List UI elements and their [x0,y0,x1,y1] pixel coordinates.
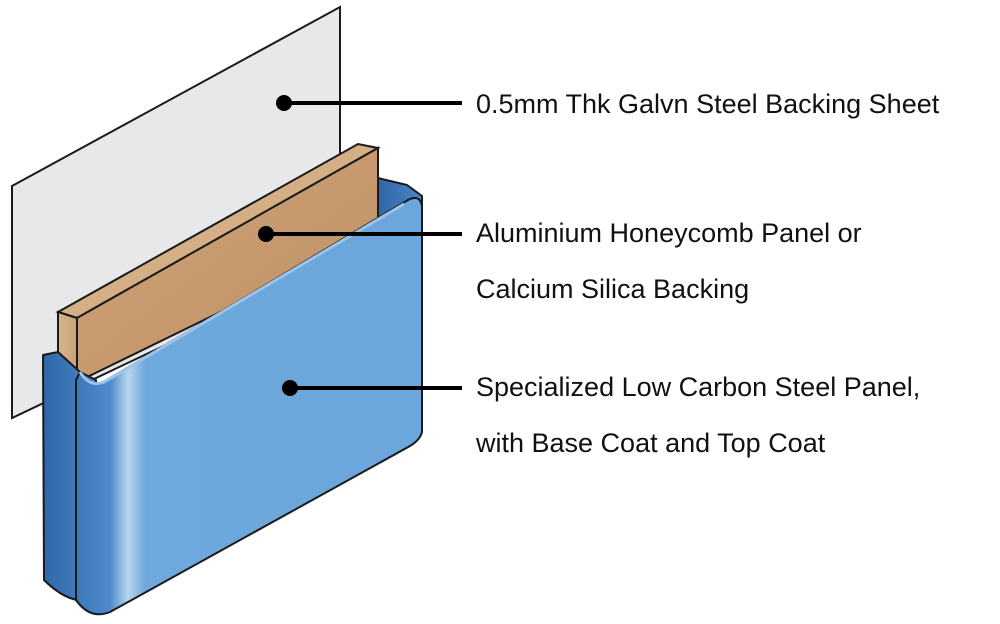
leader-honeycomb-panel [258,226,462,242]
steel-panel-rolled-edge [78,202,405,386]
leader-dot [258,226,274,242]
leader-dot [282,380,298,396]
label-backing-sheet: 0.5mm Thk Galvn Steel Backing Sheet [476,76,939,132]
leader-backing-sheet [276,95,462,111]
label-backing-sheet-line-1: 0.5mm Thk Galvn Steel Backing Sheet [476,89,940,119]
leader-dot [276,95,292,111]
label-honeycomb-panel-line-2: Calcium Silica Backing [476,274,750,304]
leader-steel-panel [282,380,462,396]
label-honeycomb-panel: Aluminium Honeycomb Panel or Calcium Sil… [476,205,862,317]
label-steel-panel-line-2: with Base Coat and Top Coat [476,428,826,458]
label-steel-panel-line-1: Specialized Low Carbon Steel Panel, [476,372,921,402]
low-carbon-steel-panel [42,177,423,616]
label-steel-panel: Specialized Low Carbon Steel Panel, with… [476,359,920,471]
label-honeycomb-panel-line-1: Aluminium Honeycomb Panel or [476,218,862,248]
